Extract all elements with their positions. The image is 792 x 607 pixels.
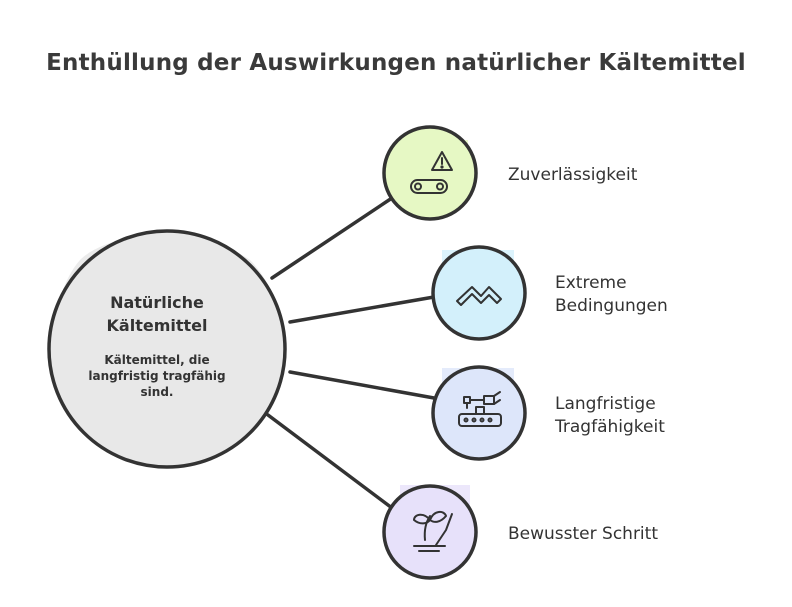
- robot-arm-conveyor-icon: [458, 391, 502, 427]
- mountain-peaks-icon: [456, 286, 502, 306]
- branch-circle-1: [382, 125, 478, 221]
- connector-1: [270, 196, 394, 280]
- central-node: [47, 229, 287, 469]
- warning-conveyor-icon: [410, 151, 453, 194]
- plant-sprout-icon: [413, 510, 453, 552]
- central-node-description: Kältemittel, die langfristig tragfähig s…: [88, 353, 226, 399]
- branch-label-1: Zuverlässigkeit: [508, 165, 638, 185]
- connector-3: [288, 370, 436, 400]
- connector-2: [288, 295, 436, 324]
- central-node-circle: [47, 229, 287, 469]
- branch-node-extreme-bedingungen: [431, 245, 527, 341]
- branch-circle-4: [382, 484, 478, 580]
- branch-node-zuverlaessigkeit: [382, 125, 478, 221]
- connector-4: [266, 413, 394, 510]
- page-title: Enthüllung der Auswirkungen natürlicher …: [46, 50, 746, 76]
- branch-node-bewusster-schritt: [382, 484, 478, 580]
- branch-label-4: Bewusster Schritt: [508, 524, 658, 544]
- central-node-title: Natürliche Kältemittel: [106, 293, 208, 335]
- branch-node-langfristige-tragfaehigkeit: [431, 365, 527, 461]
- branch-label-2: Extreme Bedingungen: [555, 273, 668, 316]
- branch-label-3: Langfristige Tragfähigkeit: [555, 394, 665, 437]
- connectors: [266, 196, 436, 510]
